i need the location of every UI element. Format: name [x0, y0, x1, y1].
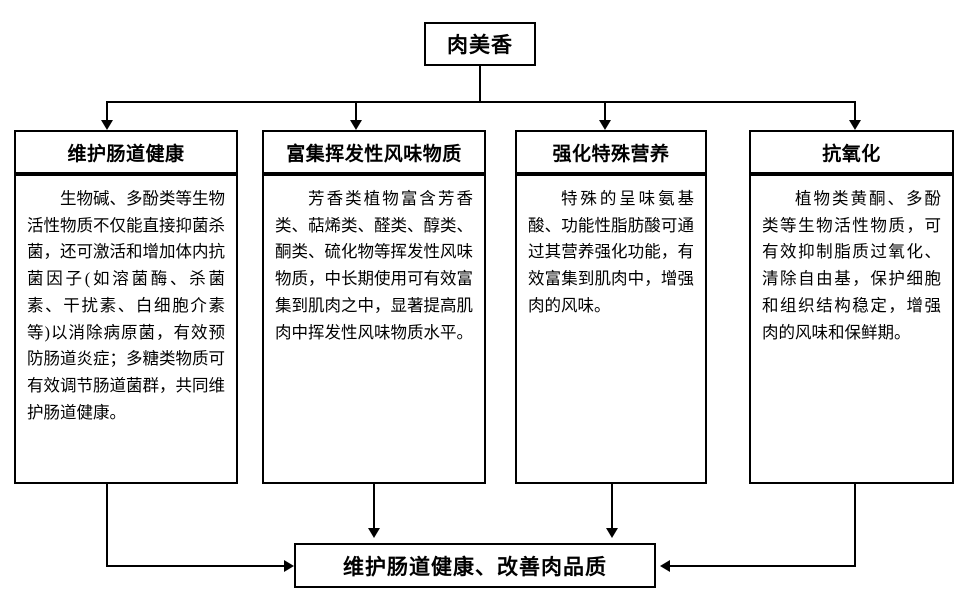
column-head-label-2: 富集挥发性风味物质 — [286, 143, 462, 165]
column-body-4: 植物类黄酮、多酚类等生物活性物质，可有效抑制脂质过氧化、清除自由基，保护细胞和组… — [749, 174, 954, 484]
column-head-3: 强化特殊营养 — [515, 130, 707, 174]
column-body-1: 生物碱、多酚类等生物活性物质不仅能直接抑菌杀菌，还可激活和增加体内抗菌因子(如溶… — [14, 174, 238, 484]
footer-label: 维护肠道健康、改善肉品质 — [343, 554, 607, 579]
branch-line-3 — [604, 101, 606, 123]
title-label: 肉美香 — [447, 33, 513, 57]
column-body-text-2: 芳香类植物富含芳香类、萜烯类、醛类、醇类、酮类、硫化物等挥发性风味物质，中长期使… — [275, 189, 473, 342]
column-head-2: 富集挥发性风味物质 — [262, 130, 486, 174]
footer-link-line-1-h — [106, 565, 286, 567]
footer-arrow-left-in — [284, 560, 294, 572]
column-body-text-4: 植物类黄酮、多酚类等生物活性物质，可有效抑制脂质过氧化、清除自由基，保护细胞和组… — [762, 189, 941, 342]
footer-link-line-2-v — [373, 484, 375, 530]
branch-arrow-4 — [849, 120, 861, 130]
footer-link-line-4-h — [669, 565, 856, 567]
branch-arrow-1 — [101, 120, 113, 130]
column-head-label-1: 维护肠道健康 — [67, 143, 185, 165]
footer-link-line-3-v — [611, 484, 613, 530]
column-body-text-3: 特殊的呈味氨基酸、功能性脂肪酸可通过其营养强化功能，有效富集到肌肉中，增强肉的风… — [528, 189, 694, 315]
branch-arrow-3 — [599, 120, 611, 130]
distribution-bus-line — [106, 101, 854, 103]
title-box: 肉美香 — [424, 22, 536, 66]
column-body-3: 特殊的呈味氨基酸、功能性脂肪酸可通过其营养强化功能，有效富集到肌肉中，增强肉的风… — [515, 174, 707, 484]
footer-box: 维护肠道健康、改善肉品质 — [294, 543, 656, 588]
footer-link-line-1-v — [106, 484, 108, 566]
branch-line-1 — [106, 101, 108, 123]
footer-link-line-4-v — [854, 484, 856, 566]
column-head-label-4: 抗氧化 — [822, 143, 881, 165]
footer-arrow-2 — [368, 528, 380, 538]
branch-line-2 — [355, 101, 357, 123]
footer-arrow-3 — [606, 528, 618, 538]
title-stem-line — [479, 66, 481, 102]
column-head-1: 维护肠道健康 — [14, 130, 238, 174]
column-head-4: 抗氧化 — [749, 130, 954, 174]
column-body-2: 芳香类植物富含芳香类、萜烯类、醛类、醇类、酮类、硫化物等挥发性风味物质，中长期使… — [262, 174, 486, 484]
column-body-text-1: 生物碱、多酚类等生物活性物质不仅能直接抑菌杀菌，还可激活和增加体内抗菌因子(如溶… — [27, 189, 225, 422]
branch-arrow-2 — [350, 120, 362, 130]
branch-line-4 — [854, 101, 856, 123]
footer-arrow-right-in — [660, 560, 670, 572]
column-head-label-3: 强化特殊营养 — [552, 143, 670, 165]
